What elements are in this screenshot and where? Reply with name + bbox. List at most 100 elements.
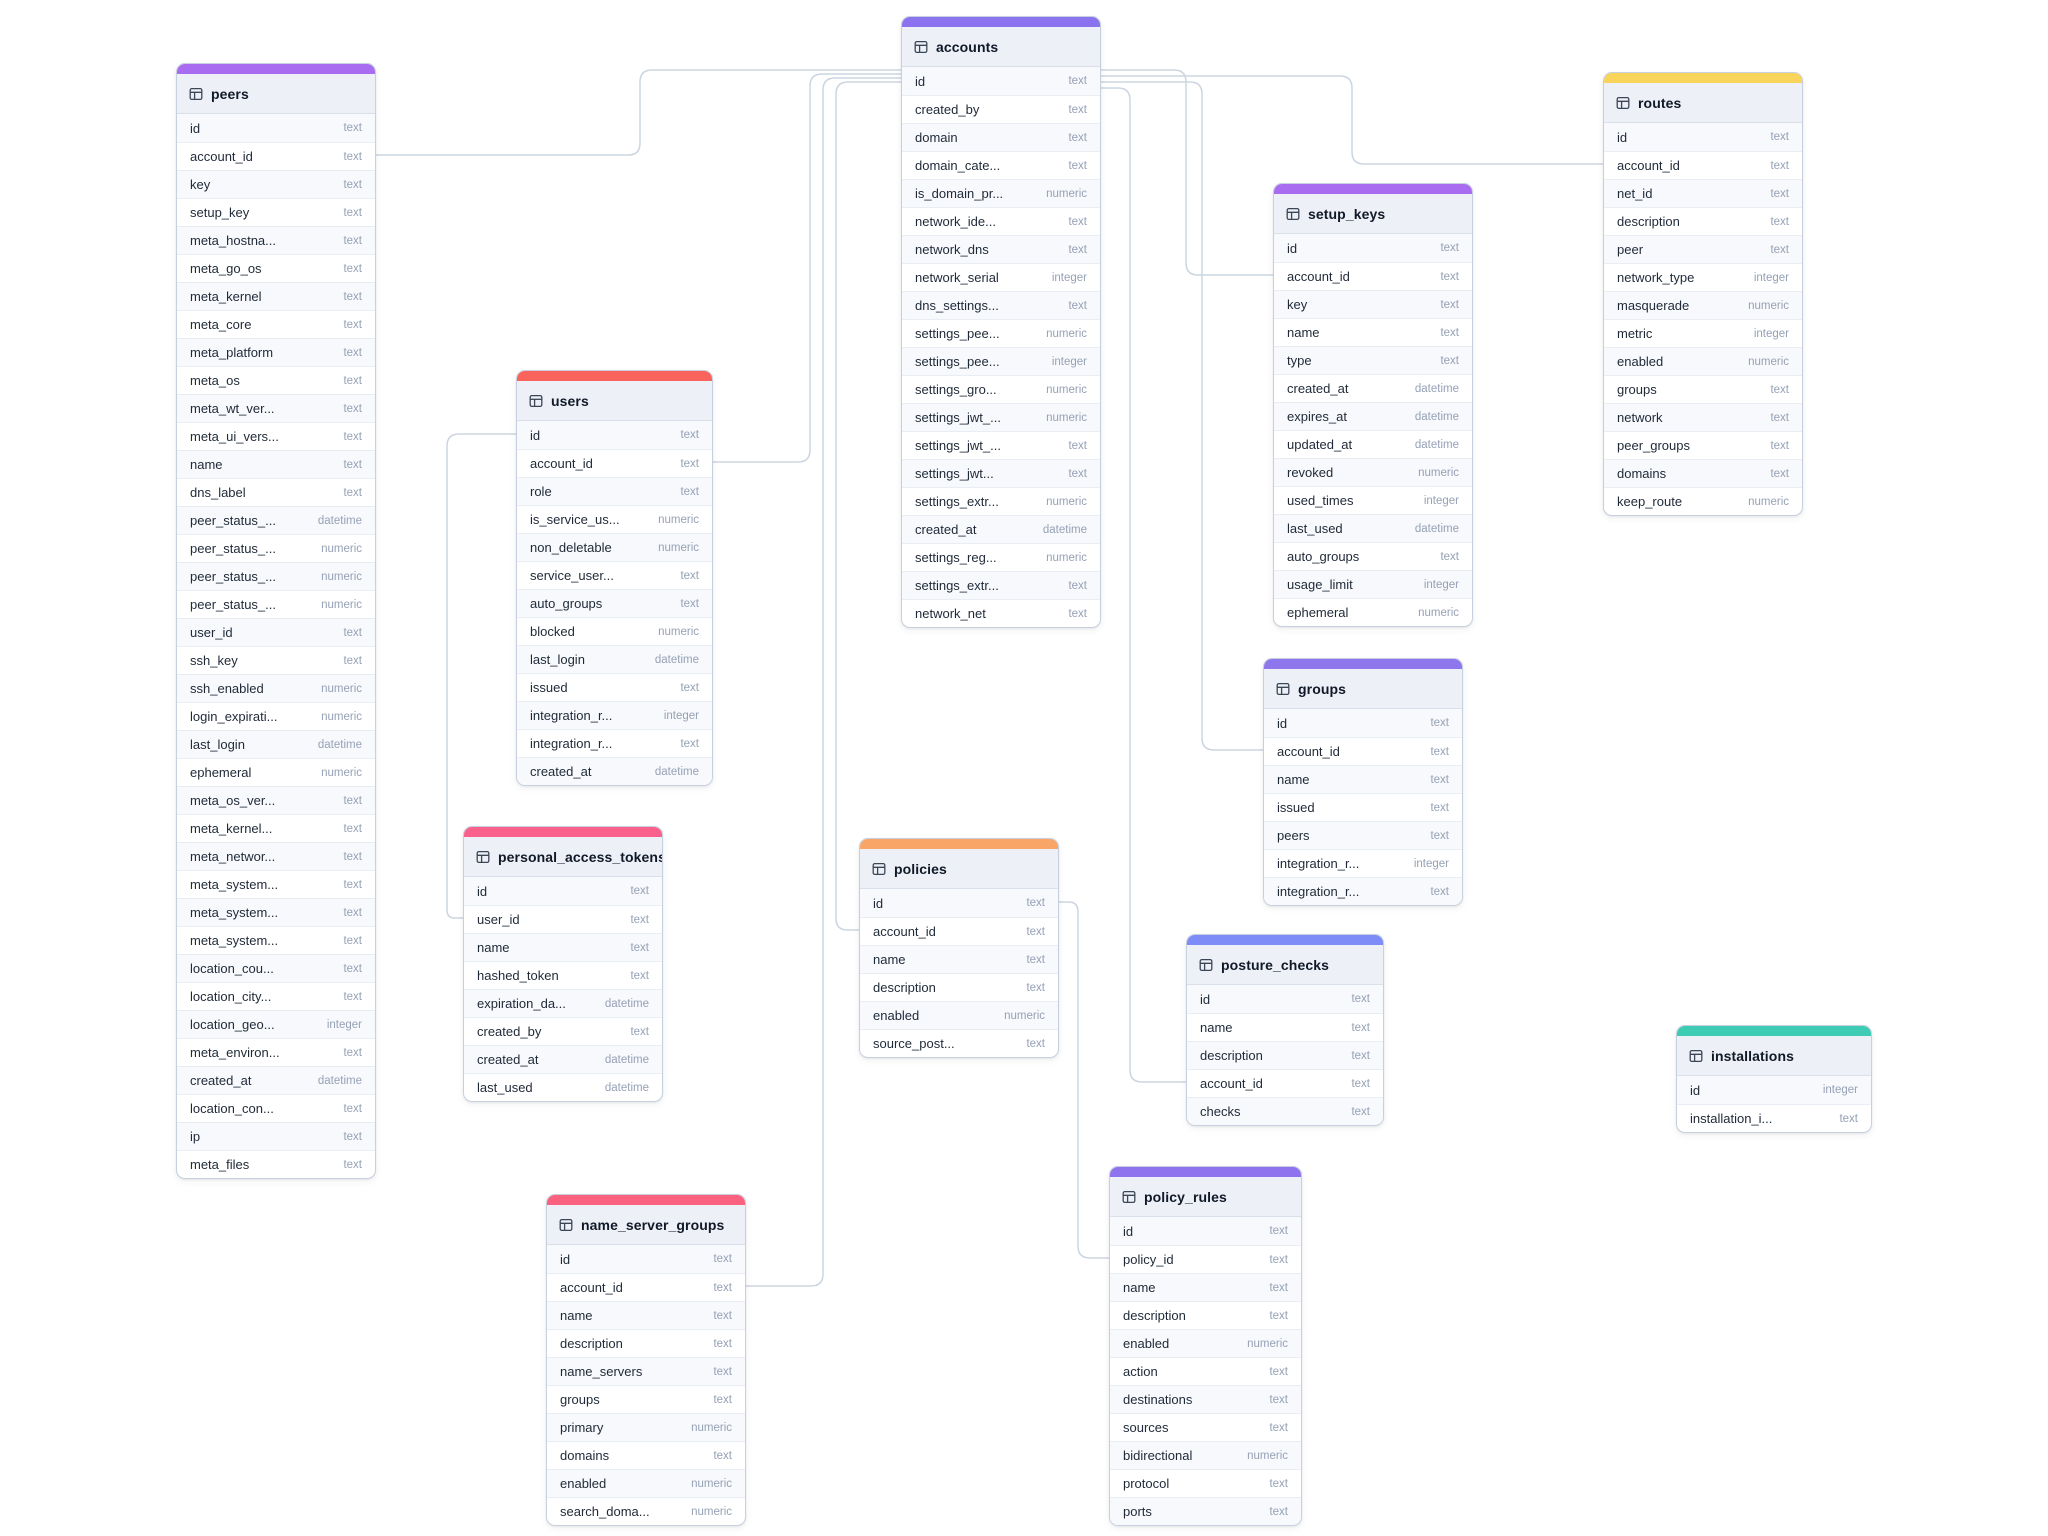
- table-row[interactable]: location_city... text: [177, 982, 375, 1010]
- table-row[interactable]: user_id text: [177, 618, 375, 646]
- table-row[interactable]: issued text: [517, 673, 712, 701]
- table-row[interactable]: service_user... text: [517, 561, 712, 589]
- table-header[interactable]: setup_keys: [1274, 194, 1472, 234]
- table-row[interactable]: network_net text: [902, 599, 1100, 627]
- table-header[interactable]: policy_rules: [1110, 1177, 1301, 1217]
- table-row[interactable]: created_at datetime: [517, 757, 712, 785]
- table-row[interactable]: ephemeral numeric: [1274, 598, 1472, 626]
- table-row[interactable]: account_id text: [1264, 737, 1462, 765]
- table-row[interactable]: bidirectional numeric: [1110, 1441, 1301, 1469]
- table-row[interactable]: login_expirati... numeric: [177, 702, 375, 730]
- table-row[interactable]: settings_pee... numeric: [902, 319, 1100, 347]
- table-row[interactable]: id text: [1110, 1217, 1301, 1245]
- table-row[interactable]: name text: [177, 450, 375, 478]
- table-row[interactable]: auto_groups text: [517, 589, 712, 617]
- table-row[interactable]: meta_ui_vers... text: [177, 422, 375, 450]
- table-row[interactable]: settings_extr... numeric: [902, 487, 1100, 515]
- table-row[interactable]: meta_kernel text: [177, 282, 375, 310]
- table-row[interactable]: description text: [547, 1329, 745, 1357]
- table-row[interactable]: protocol text: [1110, 1469, 1301, 1497]
- table-row[interactable]: primary numeric: [547, 1413, 745, 1441]
- table-personal_access_tokens[interactable]: personal_access_tokens id text user_id t…: [463, 826, 663, 1102]
- table-row[interactable]: key text: [177, 170, 375, 198]
- table-header[interactable]: routes: [1604, 83, 1802, 123]
- table-row[interactable]: groups text: [1604, 375, 1802, 403]
- table-row[interactable]: id text: [177, 114, 375, 142]
- table-row[interactable]: id text: [517, 421, 712, 449]
- table-row[interactable]: description text: [1604, 207, 1802, 235]
- table-row[interactable]: source_post... text: [860, 1029, 1058, 1057]
- table-header[interactable]: accounts: [902, 27, 1100, 67]
- table-row[interactable]: ip text: [177, 1122, 375, 1150]
- table-row[interactable]: installation_i... text: [1677, 1104, 1871, 1132]
- table-row[interactable]: id text: [464, 877, 662, 905]
- table-row[interactable]: net_id text: [1604, 179, 1802, 207]
- table-row[interactable]: settings_gro... numeric: [902, 375, 1100, 403]
- table-row[interactable]: id integer: [1677, 1076, 1871, 1104]
- table-row[interactable]: description text: [1110, 1301, 1301, 1329]
- table-row[interactable]: description text: [860, 973, 1058, 1001]
- table-row[interactable]: role text: [517, 477, 712, 505]
- table-row[interactable]: name text: [860, 945, 1058, 973]
- table-row[interactable]: account_id text: [517, 449, 712, 477]
- table-row[interactable]: created_at datetime: [902, 515, 1100, 543]
- table-row[interactable]: id text: [860, 889, 1058, 917]
- table-row[interactable]: meta_kernel... text: [177, 814, 375, 842]
- table-row[interactable]: meta_wt_ver... text: [177, 394, 375, 422]
- table-row[interactable]: domains text: [1604, 459, 1802, 487]
- table-row[interactable]: integration_r... text: [1264, 877, 1462, 905]
- table-row[interactable]: keep_route numeric: [1604, 487, 1802, 515]
- table-row[interactable]: domains text: [547, 1441, 745, 1469]
- table-row[interactable]: last_used datetime: [464, 1073, 662, 1101]
- table-row[interactable]: peer_status_... datetime: [177, 506, 375, 534]
- table-row[interactable]: groups text: [547, 1385, 745, 1413]
- table-row[interactable]: network_ide... text: [902, 207, 1100, 235]
- table-row[interactable]: id text: [1604, 123, 1802, 151]
- table-row[interactable]: meta_environ... text: [177, 1038, 375, 1066]
- table-row[interactable]: domain text: [902, 123, 1100, 151]
- table-row[interactable]: id text: [902, 67, 1100, 95]
- table-row[interactable]: metric integer: [1604, 319, 1802, 347]
- table-row[interactable]: id text: [547, 1245, 745, 1273]
- table-row[interactable]: network_type integer: [1604, 263, 1802, 291]
- table-row[interactable]: blocked numeric: [517, 617, 712, 645]
- table-row[interactable]: enabled numeric: [1110, 1329, 1301, 1357]
- table-header[interactable]: policies: [860, 849, 1058, 889]
- table-row[interactable]: name text: [1187, 1013, 1383, 1041]
- table-row[interactable]: setup_key text: [177, 198, 375, 226]
- table-row[interactable]: meta_platform text: [177, 338, 375, 366]
- table-row[interactable]: meta_hostna... text: [177, 226, 375, 254]
- table-row[interactable]: usage_limit integer: [1274, 570, 1472, 598]
- table-row[interactable]: integration_r... text: [517, 729, 712, 757]
- table-header[interactable]: name_server_groups: [547, 1205, 745, 1245]
- table-header[interactable]: users: [517, 381, 712, 421]
- table-row[interactable]: settings_pee... integer: [902, 347, 1100, 375]
- table-row[interactable]: name_servers text: [547, 1357, 745, 1385]
- table-users[interactable]: users id text account_id text role text …: [516, 370, 713, 786]
- table-row[interactable]: meta_os text: [177, 366, 375, 394]
- table-row[interactable]: domain_cate... text: [902, 151, 1100, 179]
- table-row[interactable]: expires_at datetime: [1274, 402, 1472, 430]
- table-row[interactable]: updated_at datetime: [1274, 430, 1472, 458]
- table-header[interactable]: peers: [177, 74, 375, 114]
- table-row[interactable]: non_deletable numeric: [517, 533, 712, 561]
- table-name_server_groups[interactable]: name_server_groups id text account_id te…: [546, 1194, 746, 1526]
- table-header[interactable]: posture_checks: [1187, 945, 1383, 985]
- table-row[interactable]: peers text: [1264, 821, 1462, 849]
- table-row[interactable]: user_id text: [464, 905, 662, 933]
- table-row[interactable]: meta_system... text: [177, 870, 375, 898]
- table-row[interactable]: account_id text: [1274, 262, 1472, 290]
- table-header[interactable]: groups: [1264, 669, 1462, 709]
- table-row[interactable]: settings_jwt_... numeric: [902, 403, 1100, 431]
- table-row[interactable]: integration_r... integer: [517, 701, 712, 729]
- table-row[interactable]: key text: [1274, 290, 1472, 318]
- table-row[interactable]: enabled numeric: [1604, 347, 1802, 375]
- table-row[interactable]: account_id text: [1187, 1069, 1383, 1097]
- table-row[interactable]: last_used datetime: [1274, 514, 1472, 542]
- table-row[interactable]: id text: [1264, 709, 1462, 737]
- table-row[interactable]: peer_status_... numeric: [177, 590, 375, 618]
- table-row[interactable]: meta_system... text: [177, 898, 375, 926]
- table-row[interactable]: location_con... text: [177, 1094, 375, 1122]
- table-policy_rules[interactable]: policy_rules id text policy_id text name…: [1109, 1166, 1302, 1526]
- table-header[interactable]: personal_access_tokens: [464, 837, 662, 877]
